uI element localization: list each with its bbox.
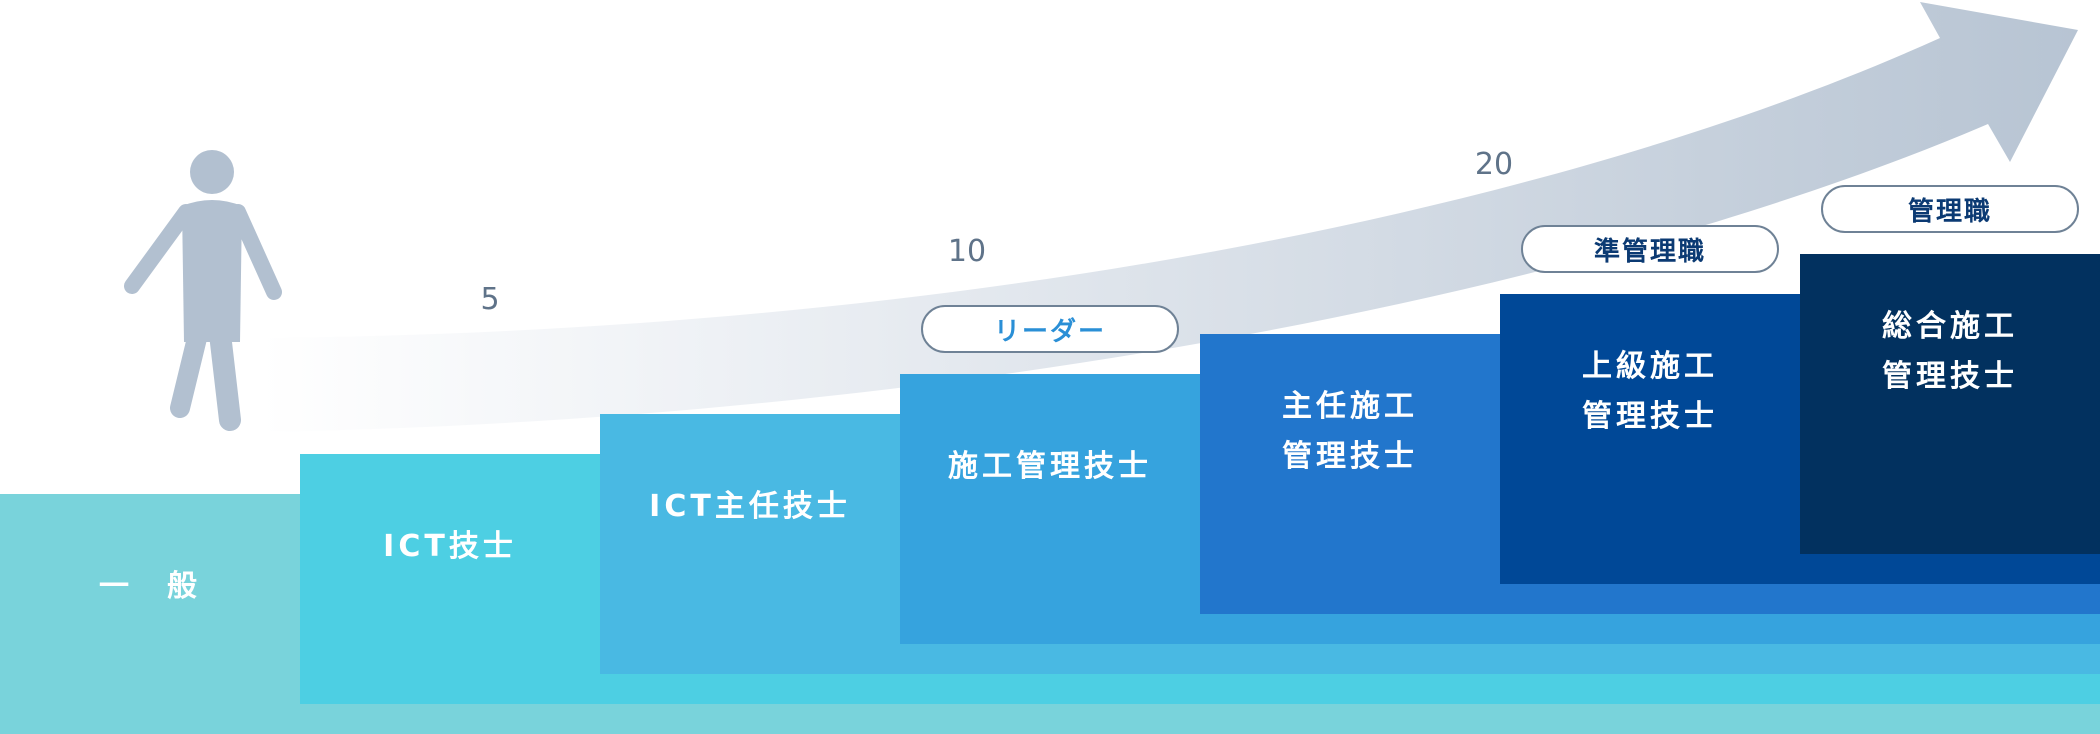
role-badge-text: リーダー — [993, 316, 1106, 347]
step-label: 総合施工 管理技士 — [1882, 309, 2018, 394]
step-label: 上級施工 管理技士 — [1582, 349, 1718, 434]
role-badge-leader: リーダー — [921, 305, 1179, 353]
step-general-construction-engineer: 総合施工 管理技士 — [1800, 254, 2100, 554]
walking-person-icon — [124, 150, 282, 431]
role-badge-manager: 管理職 — [1821, 185, 2079, 233]
year-marker-5: 5 — [480, 282, 500, 317]
growth-arrow-body — [260, 2, 2078, 432]
step-label: 一 般 — [99, 569, 201, 604]
role-badge-text: 準管理職 — [1593, 236, 1706, 267]
role-badge-associate-manager: 準管理職 — [1521, 225, 1779, 273]
role-badge-text: 管理職 — [1907, 196, 1992, 227]
step-label: ICT主任技士 — [649, 489, 851, 524]
step-label: 施工管理技士 — [948, 449, 1152, 484]
year-marker-10: 10 — [947, 234, 987, 269]
step-label: 主任施工 管理技士 — [1282, 389, 1418, 474]
year-marker-20: 20 — [1474, 147, 1514, 182]
step-label: ICT技士 — [383, 529, 517, 564]
